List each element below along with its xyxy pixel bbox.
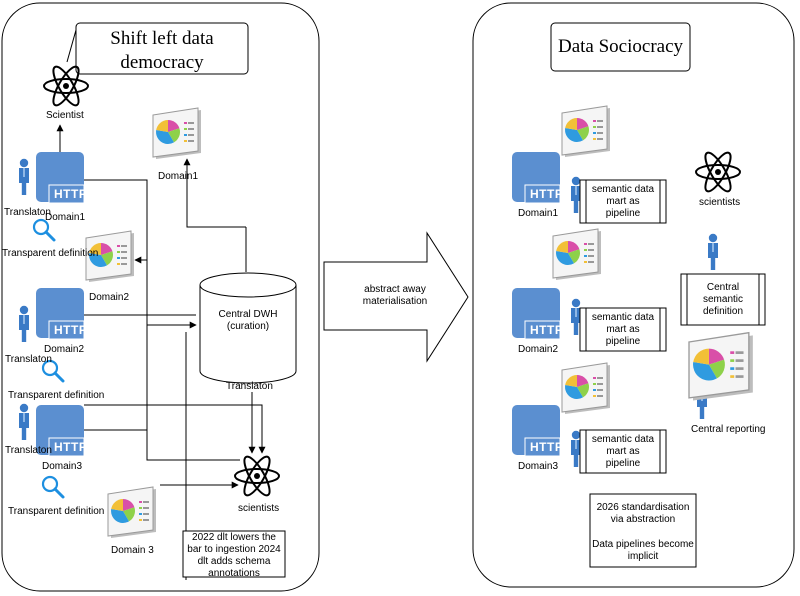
translator-label: Translaton [5, 445, 52, 456]
right-note-line1: 2026 standardisation via abstraction [596, 502, 690, 525]
domain1-dashboard-label: Domain1 [158, 171, 199, 182]
domain2-label: Domain2 [44, 344, 85, 355]
http-label: HTTP [54, 187, 88, 201]
semantic-mart-label: semantic data mart as pipeline [591, 184, 655, 219]
central-dwh-label: Central DWH (curation) [218, 309, 278, 332]
semantic-mart-boxes [579, 179, 766, 474]
dashboard-icon [552, 228, 602, 281]
right-note-line2: Data pipelines become implicit [592, 539, 694, 562]
semantic-mart-label: semantic data mart as pipeline [591, 312, 655, 347]
domain3-label: Domain3 [518, 461, 559, 472]
translator-label: Translaton [5, 354, 52, 365]
central-reporting-label: Central reporting [691, 424, 766, 435]
central-reporting-icon [688, 332, 754, 402]
big-arrow [323, 231, 469, 363]
transparent-definition-label: Transparent definition [2, 248, 99, 259]
domain2-dashboard-label: Domain2 [89, 292, 130, 303]
dashboard-icon [561, 105, 611, 158]
http-label: HTTP [530, 187, 564, 201]
http-label: HTTP [530, 440, 564, 454]
left-title: Shift left data democracy [110, 28, 214, 73]
http-label: HTTP [54, 440, 88, 454]
http-label: HTTP [530, 323, 564, 337]
database-icon [199, 272, 297, 384]
domain1-label: Domain1 [518, 208, 559, 219]
right-title-box [550, 22, 691, 72]
translator-label: Translaton [4, 207, 51, 218]
right-note-box [589, 493, 697, 568]
domain2-label: Domain2 [518, 344, 559, 355]
right-title: Data Sociocracy [557, 36, 684, 57]
scientist-label: Scientist [46, 110, 84, 121]
transparent-definition-label: Transparent definition [8, 390, 105, 401]
arrow-label: abstract away materialisation [362, 284, 428, 307]
left-title-box [75, 22, 249, 75]
dwh-translator-label: Translaton [226, 381, 273, 392]
scientists-label: scientists [238, 503, 280, 514]
http-label: HTTP [54, 323, 88, 337]
left-note: 2022 dlt lowers the bar to ingestion 202… [187, 532, 281, 579]
semantic-mart-label: semantic data mart as pipeline [591, 434, 655, 469]
dashboard-icon [561, 362, 611, 415]
central-semantic-label: Central semantic definition [702, 282, 744, 317]
transparent-definition-label: Transparent definition [8, 506, 105, 517]
left-note-box [182, 530, 286, 578]
connectors [56, 29, 266, 580]
domain1-label: Domain1 [45, 212, 86, 223]
domain3-dashboard-label: Domain 3 [111, 545, 154, 556]
dashboard-icon [152, 107, 202, 160]
dashboard-icon [107, 486, 157, 539]
scientists-label: scientists [699, 197, 741, 208]
domain3-label: Domain3 [42, 461, 83, 472]
